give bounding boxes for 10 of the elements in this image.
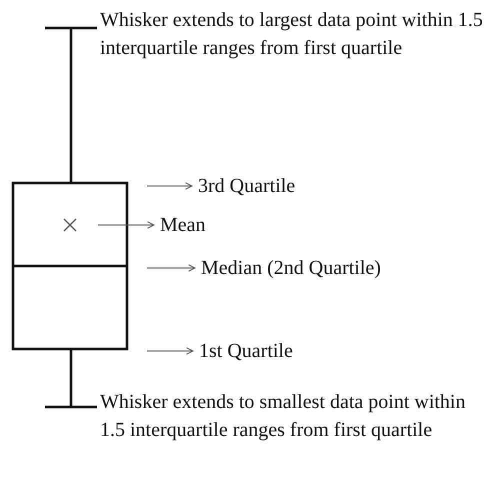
annotation-label: Whisker extends to largest data point within 1.5 interquartile ranges from first quartile — [100, 8, 484, 61]
annotation-label: Median (2nd Quartile) — [201, 256, 382, 281]
annotation-label: Whisker extends to smallest data point within 1.5 interquartile ranges from first quartile — [100, 390, 466, 443]
annotation-label: Mean — [160, 213, 207, 238]
annotation-label: 3rd Quartile — [198, 174, 296, 199]
arrow — [147, 182, 192, 190]
annotation-label: 1st Quartile — [199, 339, 294, 364]
arrow — [98, 221, 154, 229]
arrow — [147, 264, 196, 272]
arrow — [147, 347, 194, 355]
